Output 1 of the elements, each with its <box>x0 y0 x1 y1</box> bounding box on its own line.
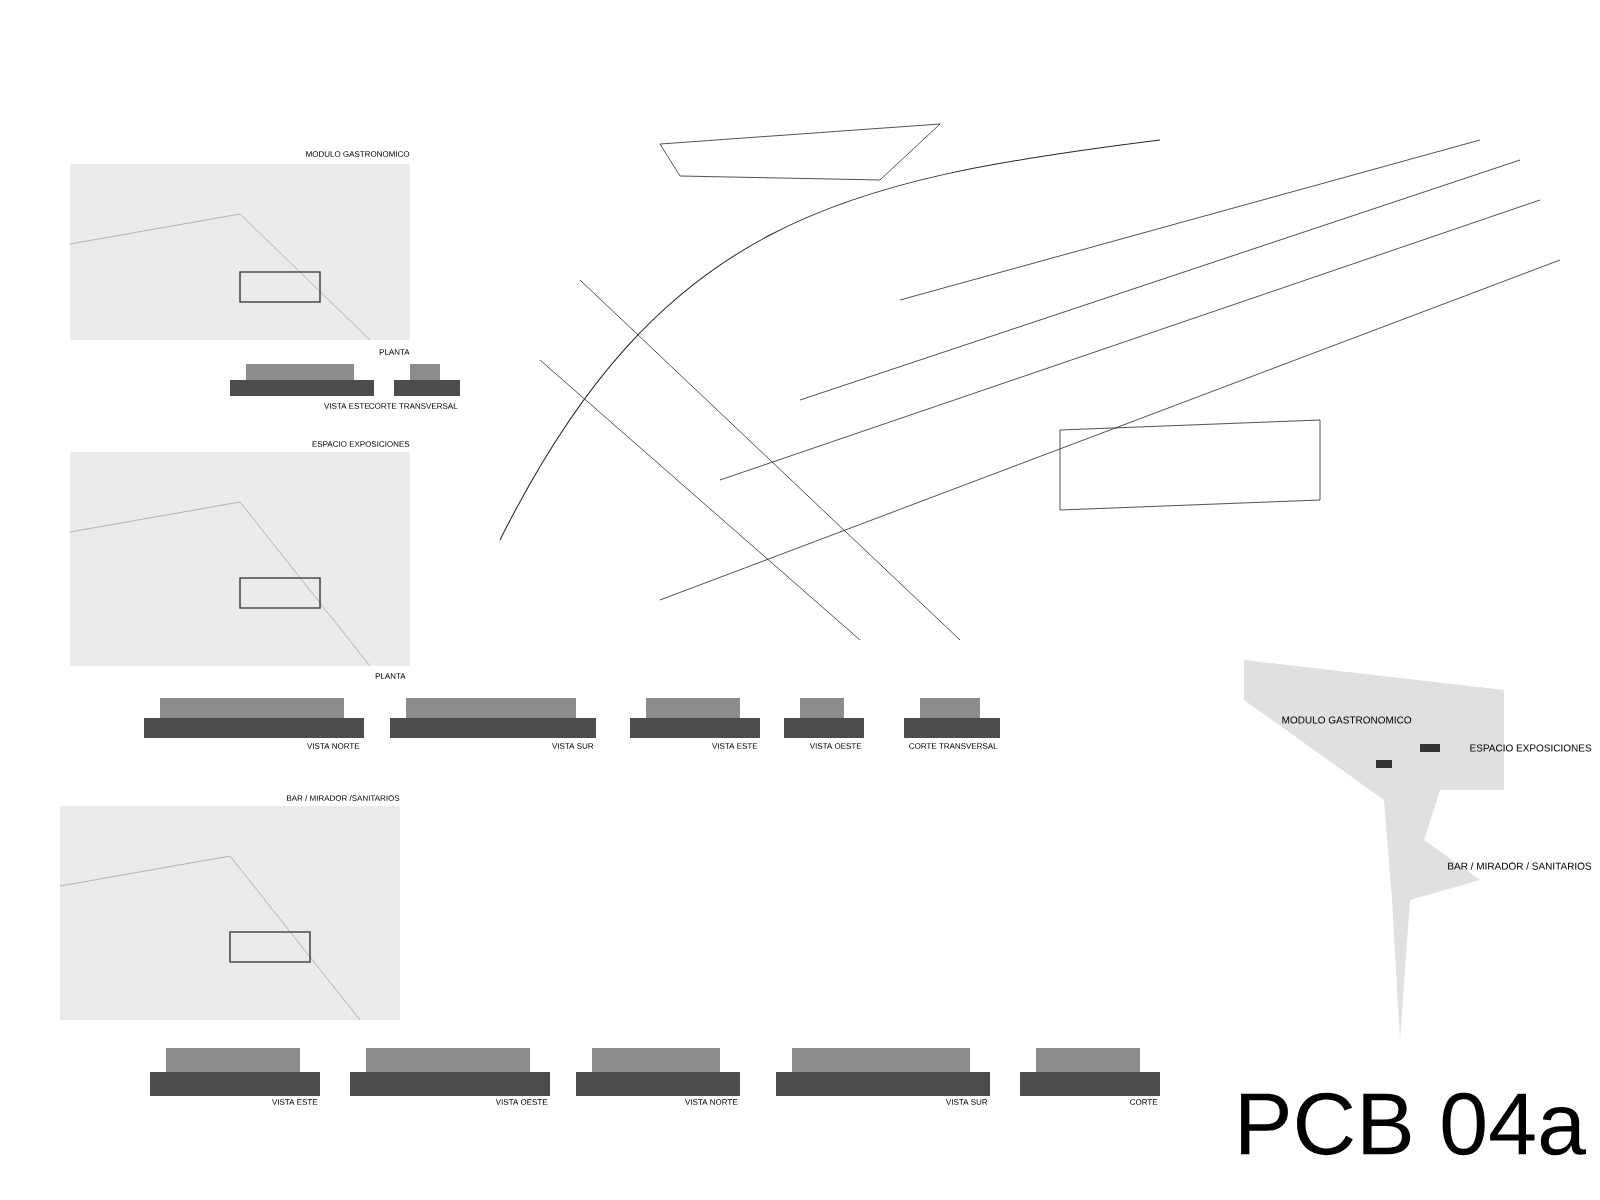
sheet-title: PCB 04a <box>1241 1092 1586 1156</box>
